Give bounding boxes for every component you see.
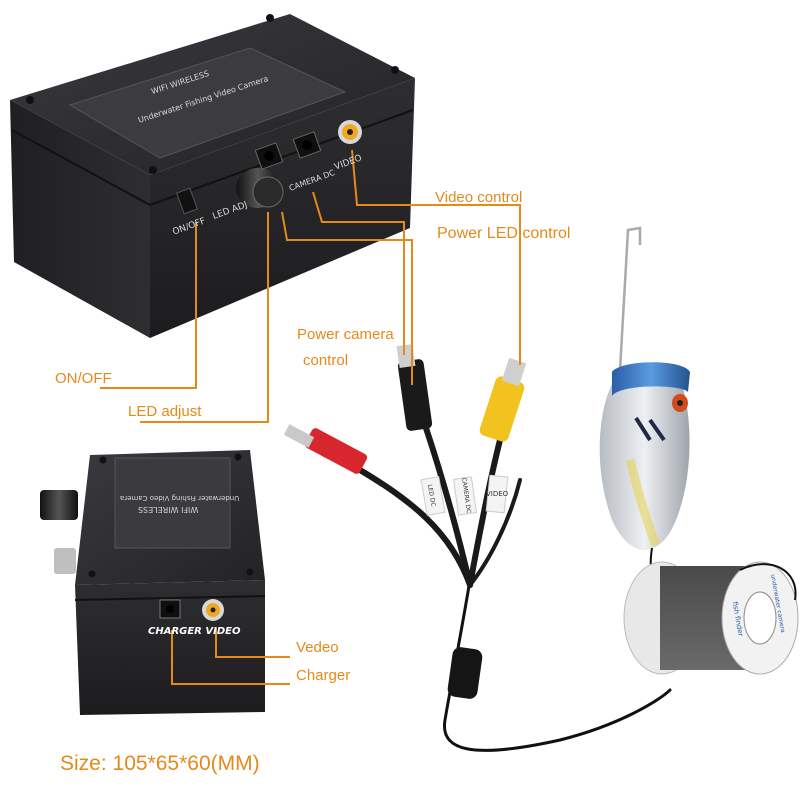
- bottom-sticker-title: WIFI WIRELESS: [138, 505, 199, 514]
- video-control-label: Video control: [435, 189, 523, 206]
- black-dc-connector: [396, 343, 433, 431]
- size-label: Size: 105*65*60(MM): [60, 752, 260, 775]
- on-off-label: ON/OFF: [55, 370, 112, 387]
- bottom-battery-box: [40, 450, 266, 715]
- power-camera-control-label-1: Power camera: [297, 326, 394, 343]
- led-adjust-label: LED adjust: [128, 403, 202, 420]
- yellow-rca-connector: [479, 357, 527, 442]
- charger-label: Charger: [296, 667, 351, 684]
- fish-camera: [599, 226, 690, 586]
- power-camera-control-label-2: control: [303, 352, 349, 369]
- cable-harness: [357, 422, 672, 752]
- bottom-panel-labels: CHARGER VIDEO: [148, 626, 241, 637]
- vedeo-label: Vedeo: [296, 639, 339, 656]
- red-rca-connector: [283, 424, 368, 474]
- bottom-sticker-subtitle: Underwater Fishing Video Camera: [120, 494, 240, 502]
- annotation-leaders: [100, 149, 521, 685]
- cable-tag-video: VIDEO: [486, 490, 509, 498]
- power-led-control-label: Power LED control: [437, 225, 571, 242]
- top-control-box: [10, 14, 415, 338]
- cable-spool: [623, 561, 799, 675]
